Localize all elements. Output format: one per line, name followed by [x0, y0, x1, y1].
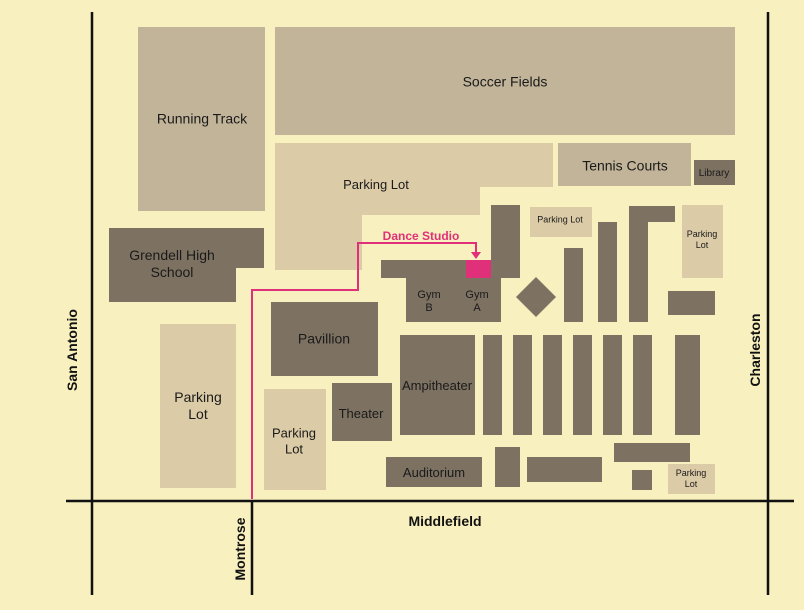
south-small-building-1	[495, 447, 520, 487]
ampitheater-label: Ampitheater	[401, 378, 473, 394]
montrose-street-label: Montrose	[232, 517, 248, 581]
tennis-courts-area	[558, 143, 691, 186]
wing-bar-7	[675, 335, 700, 435]
parking-lot-north-label: Parking Lot	[343, 177, 409, 193]
pavillion-building	[271, 302, 378, 376]
theater-label: Theater	[338, 406, 384, 422]
middlefield-street-label: Middlefield	[408, 513, 482, 529]
soccer-fields-area	[275, 27, 735, 135]
wing-bar-6	[633, 335, 652, 435]
east-small-building	[668, 291, 715, 315]
grendell-high-label: Grendell High School	[129, 247, 215, 280]
l-shaped-building	[629, 206, 675, 322]
ampitheater-building	[400, 335, 475, 435]
dance-studio-label: Dance Studio	[382, 229, 460, 243]
grendell-high-building	[109, 228, 264, 302]
parking-lot-west-label: Parking Lot	[174, 389, 222, 422]
gym-building	[381, 205, 520, 322]
gym-b-label: Gym B	[417, 288, 441, 314]
east-bar-building-1	[564, 248, 583, 322]
san-antonio-street-label: San Antonio	[64, 309, 80, 391]
destination-marker-icon	[466, 260, 491, 278]
south-small-building-3	[614, 443, 690, 462]
parking-lot-small-area	[530, 207, 592, 237]
pavillion-label: Pavillion	[297, 330, 351, 347]
wing-bar-4	[573, 335, 592, 435]
parking-lot-east-label: Parking Lot	[686, 229, 718, 250]
parking-lot-southeast-label: Parking Lot	[675, 468, 707, 489]
parking-lot-east-area	[682, 205, 723, 278]
gym-a-label: Gym A	[465, 288, 489, 314]
south-small-building-2	[527, 457, 602, 482]
theater-building	[332, 383, 392, 441]
diamond-building	[516, 277, 556, 317]
parking-lot-north-area	[275, 143, 553, 270]
charleston-street-label: Charleston	[747, 313, 763, 387]
route-arrow-icon	[471, 252, 481, 259]
auditorium-label: Auditorium	[402, 465, 466, 481]
wing-bar-5	[603, 335, 622, 435]
running-track-area	[138, 27, 265, 211]
south-small-building-4	[632, 470, 652, 490]
auditorium-building	[386, 457, 482, 487]
running-track-label: Running Track	[156, 110, 248, 127]
wing-bar-1	[483, 335, 502, 435]
parking-lot-southeast-area	[668, 464, 715, 494]
parking-lot-small-label: Parking Lot	[537, 214, 583, 225]
parking-lot-west-area	[160, 324, 236, 488]
library-building	[694, 160, 735, 185]
wing-bar-3	[543, 335, 562, 435]
route-line	[251, 242, 477, 499]
tennis-courts-label: Tennis Courts	[582, 157, 668, 174]
library-label: Library	[698, 168, 730, 179]
parking-lot-center-area	[264, 389, 326, 490]
parking-lot-center-label: Parking Lot	[271, 425, 317, 456]
east-bar-building-2	[598, 222, 617, 322]
soccer-fields-label: Soccer Fields	[462, 73, 548, 90]
wing-bar-2	[513, 335, 532, 435]
